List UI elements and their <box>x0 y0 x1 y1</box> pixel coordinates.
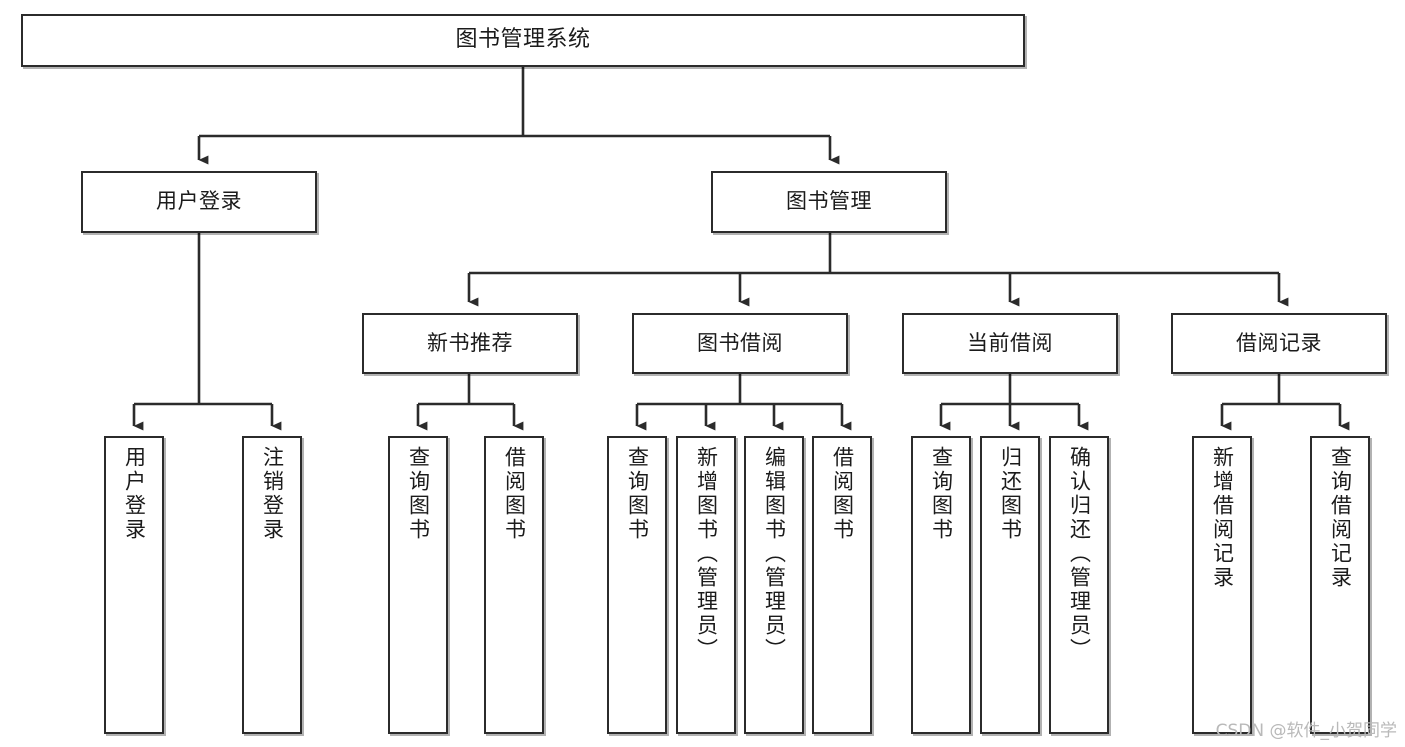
leaf-book-borrow-add[interactable]: 新增图书（管理员） <box>676 436 736 734</box>
leaf-borrow-record-add[interactable]: 新增借阅记录 <box>1192 436 1252 734</box>
node-label: 新增借阅记录 <box>1210 446 1235 590</box>
node-book-management[interactable]: 图书管理 <box>711 171 947 233</box>
leaf-book-borrow-borrow[interactable]: 借阅图书 <box>812 436 872 734</box>
node-label: 查询借阅记录 <box>1328 446 1353 590</box>
leaf-book-borrow-query[interactable]: 查询图书 <box>607 436 667 734</box>
node-label: 新书推荐 <box>427 330 513 355</box>
leaf-user-login-login[interactable]: 用户登录 <box>104 436 164 734</box>
node-label: 用户登录 <box>156 189 242 214</box>
node-label: 确认归还（管理员） <box>1067 446 1092 662</box>
node-borrow-record[interactable]: 借阅记录 <box>1171 313 1387 374</box>
node-label: 图书管理 <box>786 189 872 214</box>
node-label: 查询图书 <box>406 446 431 542</box>
leaf-current-borrow-return[interactable]: 归还图书 <box>980 436 1040 734</box>
leaf-current-borrow-confirm-return[interactable]: 确认归还（管理员） <box>1049 436 1109 734</box>
node-label: 查询图书 <box>625 446 650 542</box>
node-label: 用户登录 <box>122 446 147 542</box>
node-label: 当前借阅 <box>967 330 1053 355</box>
node-book-management-system[interactable]: 图书管理系统 <box>21 14 1025 67</box>
leaf-new-book-borrow[interactable]: 借阅图书 <box>484 436 544 734</box>
leaf-book-borrow-edit[interactable]: 编辑图书（管理员） <box>744 436 804 734</box>
node-label: 借阅记录 <box>1236 330 1322 355</box>
leaf-current-borrow-query[interactable]: 查询图书 <box>911 436 971 734</box>
csdn-watermark: CSDN @软件_小贺同学 <box>1215 721 1397 741</box>
node-label: 借阅图书 <box>830 446 855 542</box>
node-label: 注销登录 <box>260 446 285 542</box>
node-new-book-recommend[interactable]: 新书推荐 <box>362 313 578 374</box>
node-book-borrow[interactable]: 图书借阅 <box>632 313 848 374</box>
node-label: 图书管理系统 <box>455 27 591 53</box>
node-current-borrow[interactable]: 当前借阅 <box>902 313 1118 374</box>
node-label: 查询图书 <box>929 446 954 542</box>
leaf-new-book-query[interactable]: 查询图书 <box>388 436 448 734</box>
node-label: 归还图书 <box>998 446 1023 542</box>
node-label: 借阅图书 <box>502 446 527 542</box>
leaf-user-login-logout[interactable]: 注销登录 <box>242 436 302 734</box>
node-label: 新增图书（管理员） <box>694 446 719 662</box>
leaf-borrow-record-query[interactable]: 查询借阅记录 <box>1310 436 1370 734</box>
node-user-login[interactable]: 用户登录 <box>81 171 317 233</box>
node-label: 图书借阅 <box>697 330 783 355</box>
node-label: 编辑图书（管理员） <box>762 446 787 662</box>
